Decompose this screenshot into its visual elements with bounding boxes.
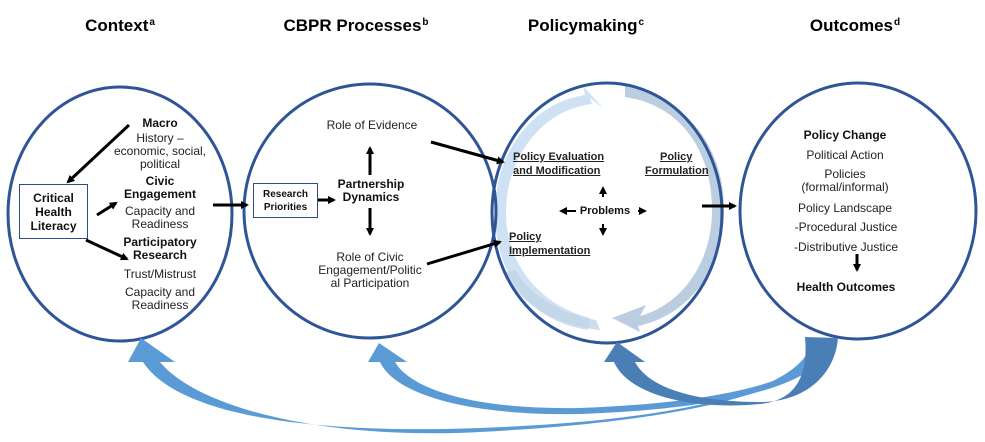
outcomes-circle (738, 81, 978, 341)
policy-implementation-line-1: Policy (509, 231, 542, 243)
literacy-line-3: Literacy (30, 218, 77, 233)
health-outcomes: Health Outcomes (796, 280, 896, 294)
role-civic-line-1: Role of Civic (336, 250, 404, 264)
partnership-line-2: Dynamics (342, 190, 400, 204)
header-cbpr-processes: CBPR Processesb (283, 16, 429, 35)
feedback-arrows (128, 337, 838, 434)
header-context: Contexta (85, 16, 155, 35)
policy-formulation-line-1: Policy (660, 151, 693, 163)
literacy-line-1: Critical (33, 190, 74, 205)
role-of-evidence: Role of Evidence (326, 118, 418, 132)
arrow-evidence-to-evaluation (430, 140, 505, 165)
arrow-civic-to-implementation (426, 239, 502, 266)
policy-landscape: Policy Landscape (797, 201, 893, 215)
research-priorities-box: Research Priorities (253, 183, 318, 218)
policy-formulation-line-2: Formulation (645, 165, 709, 177)
critical-health-literacy-box: Critical Health Literacy (19, 184, 88, 239)
macro-line-1: History – (136, 131, 184, 145)
participatory-line-3: Readiness (131, 298, 189, 312)
civic-title-2: Engagement (123, 187, 197, 201)
participatory-line-1: Trust/Mistrust (123, 267, 197, 281)
header-outcomes: Outcomesd (809, 16, 901, 35)
policy-evaluation-line-2: and Modification (513, 165, 601, 177)
flow-arrows (66, 123, 861, 272)
cycle-arrow-left (494, 86, 603, 330)
civic-title-1: Civic (145, 174, 175, 188)
policy-change: Policy Change (803, 128, 887, 142)
distributive-justice: -Distributive Justice (793, 240, 899, 254)
macro-line-2: economic, social, (113, 144, 207, 158)
policy-cycle (494, 86, 724, 332)
role-civic-line-2: Engagement/Politic (318, 263, 422, 277)
macro-title: Macro (142, 116, 178, 130)
feedback-arrow-to-context (128, 338, 830, 434)
feedback-arrow-to-cbpr (368, 340, 830, 415)
literacy-line-2: Health (35, 204, 72, 219)
partnership-line-1: Partnership (337, 177, 405, 191)
participatory-title-1: Participatory (123, 235, 197, 249)
political-action: Political Action (806, 148, 884, 162)
context-circle (6, 85, 234, 343)
cycle-arrow-bottom (505, 270, 600, 330)
header-policymaking: Policymakingc (527, 16, 645, 35)
policy-evaluation-line-1: Policy Evaluation (513, 151, 605, 163)
participatory-title-2: Research (132, 248, 188, 262)
problems-label: Problems (579, 205, 631, 217)
arrow-literacy-to-civic (96, 201, 118, 217)
civic-line-1: Capacity and (124, 204, 196, 218)
procedural-justice: -Procedural Justice (794, 220, 898, 234)
policies-line-1: Policies (824, 167, 866, 181)
participatory-line-2: Capacity and (124, 285, 196, 299)
arrow-literacy-to-participatory (85, 238, 129, 261)
feedback-arrow-to-policymaking (604, 337, 838, 406)
policymaking-circle (490, 81, 724, 345)
arrow-macro-to-literacy (66, 123, 131, 184)
macro-line-3: political (139, 157, 181, 171)
role-civic-line-3: al Participation (330, 276, 410, 290)
policy-implementation-line-2: Implementation (509, 245, 591, 257)
cbpr-circle (242, 82, 498, 340)
civic-line-2: Readiness (131, 217, 189, 231)
research-line-2: Priorities (263, 201, 308, 213)
policies-line-2: (formal/informal) (801, 180, 889, 194)
research-line-1: Research (262, 188, 309, 200)
